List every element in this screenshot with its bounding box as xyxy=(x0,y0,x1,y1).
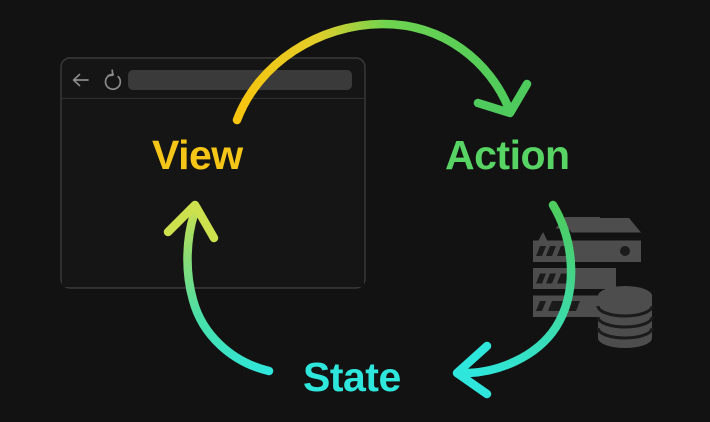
back-arrow-icon[interactable] xyxy=(72,73,89,87)
node-label-action: Action xyxy=(445,132,570,178)
browser-viewport xyxy=(62,99,364,287)
server-unit xyxy=(533,240,641,262)
node-label-state: State xyxy=(303,354,401,400)
reload-icon[interactable] xyxy=(104,69,122,91)
arrow-state-to-view xyxy=(163,200,274,376)
database-icon xyxy=(596,286,654,348)
node-label-view: View xyxy=(152,132,243,178)
browser-window-icon xyxy=(60,57,366,289)
server-rack-icon xyxy=(533,217,641,317)
arrow-view-to-action xyxy=(232,19,532,125)
address-bar-input[interactable] xyxy=(128,70,352,90)
arrow-action-to-state xyxy=(452,200,576,399)
